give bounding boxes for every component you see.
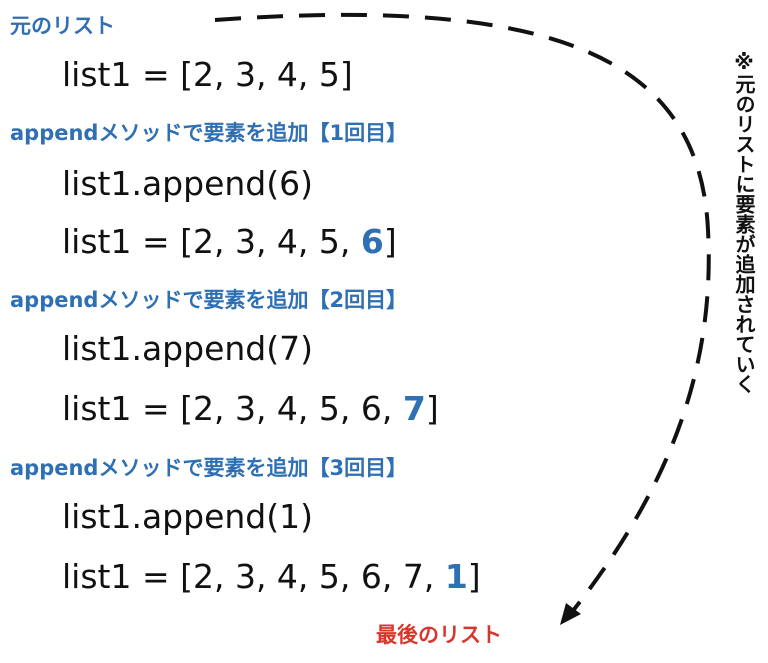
step3-heading: appendメソッドで要素を追加【3回目】 <box>10 456 408 480</box>
step2-result-prefix: list1 = [2, 3, 4, 5, 6, <box>62 389 403 428</box>
step3-result-prefix: list1 = [2, 3, 4, 5, 6, 7, <box>62 557 445 596</box>
side-note: ※元のリストに要素が追加されていく <box>732 50 756 394</box>
step3-result: list1 = [2, 3, 4, 5, 6, 7, 1] <box>62 558 481 596</box>
step2-heading: appendメソッドで要素を追加【2回目】 <box>10 288 408 312</box>
final-list-label: 最後のリスト <box>376 623 502 647</box>
step1-call: list1.append(6) <box>62 164 313 203</box>
original-list-heading: 元のリスト <box>10 14 115 38</box>
step2-result: list1 = [2, 3, 4, 5, 6, 7] <box>62 390 439 428</box>
step1-added-value: 6 <box>360 222 384 261</box>
step3-call: list1.append(1) <box>62 497 313 536</box>
step2-result-suffix: ] <box>425 389 439 428</box>
step3-added-value: 1 <box>444 557 468 596</box>
step1-result-prefix: list1 = [2, 3, 4, 5, <box>62 222 361 261</box>
step1-result: list1 = [2, 3, 4, 5, 6] <box>62 223 397 261</box>
step2-call: list1.append(7) <box>62 329 313 368</box>
arrowhead-icon <box>560 603 581 625</box>
step2-added-value: 7 <box>402 389 426 428</box>
step3-result-suffix: ] <box>467 557 481 596</box>
original-list-code: list1 = [2, 3, 4, 5] <box>62 55 353 94</box>
step1-result-suffix: ] <box>383 222 397 261</box>
step1-heading: appendメソッドで要素を追加【1回目】 <box>10 121 408 145</box>
